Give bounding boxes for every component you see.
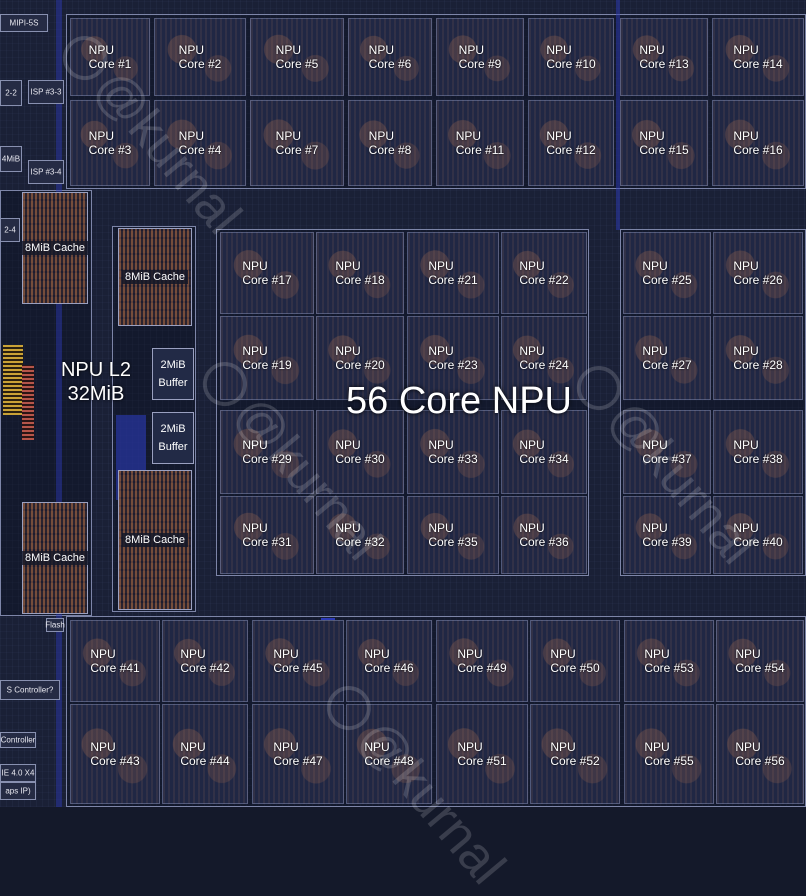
side-block-mipi: MIPI-5S [0,14,48,32]
side-block-pcie: IE 4.0 X4 [0,764,36,782]
buffer-label: 2MiB Buffer [158,359,188,389]
interconnect-strip [56,0,62,807]
cache-label: 8MiB Cache [22,241,88,255]
side-block-2-2: 2-2 [0,80,22,106]
side-block-isp-3-4: ISP #3-4 [28,160,64,184]
side-block-4mib: 4MiB [0,146,22,172]
side-block-ips: aps IP) [0,782,36,800]
buffer-1: 2MiB Buffer [152,348,194,400]
interconnect-strip [616,0,620,230]
logic-strip [22,365,34,440]
cache-label: 8MiB Cache [22,551,88,565]
side-block-isp-3-3: ISP #3-3 [28,80,64,104]
cache-label: 8MiB Cache [122,533,188,547]
side-block-flash: Flash [45,618,65,632]
diagram-title: 56 Core NPU [346,380,572,422]
cache-label: 8MiB Cache [122,270,188,284]
cache-bottom-left: 8MiB Cache [22,502,88,614]
l2-name: NPU L2 [60,359,132,381]
cache-lower-mid: 8MiB Cache [118,470,192,610]
buffer-label: 2MiB Buffer [158,423,188,453]
side-block-controller: Controller [0,732,36,748]
buffer-2: 2MiB Buffer [152,412,194,464]
side-block-2-4: 2-4 [0,218,20,242]
cache-upper-mid: 8MiB Cache [118,228,192,326]
npu-l2-label: NPU L2 32MiB [56,358,136,406]
l2-size: 32MiB [67,383,125,405]
cache-top-left: 8MiB Cache [22,192,88,304]
side-block-s-controller: S Controller? [0,680,60,700]
logic-strip [3,345,23,415]
